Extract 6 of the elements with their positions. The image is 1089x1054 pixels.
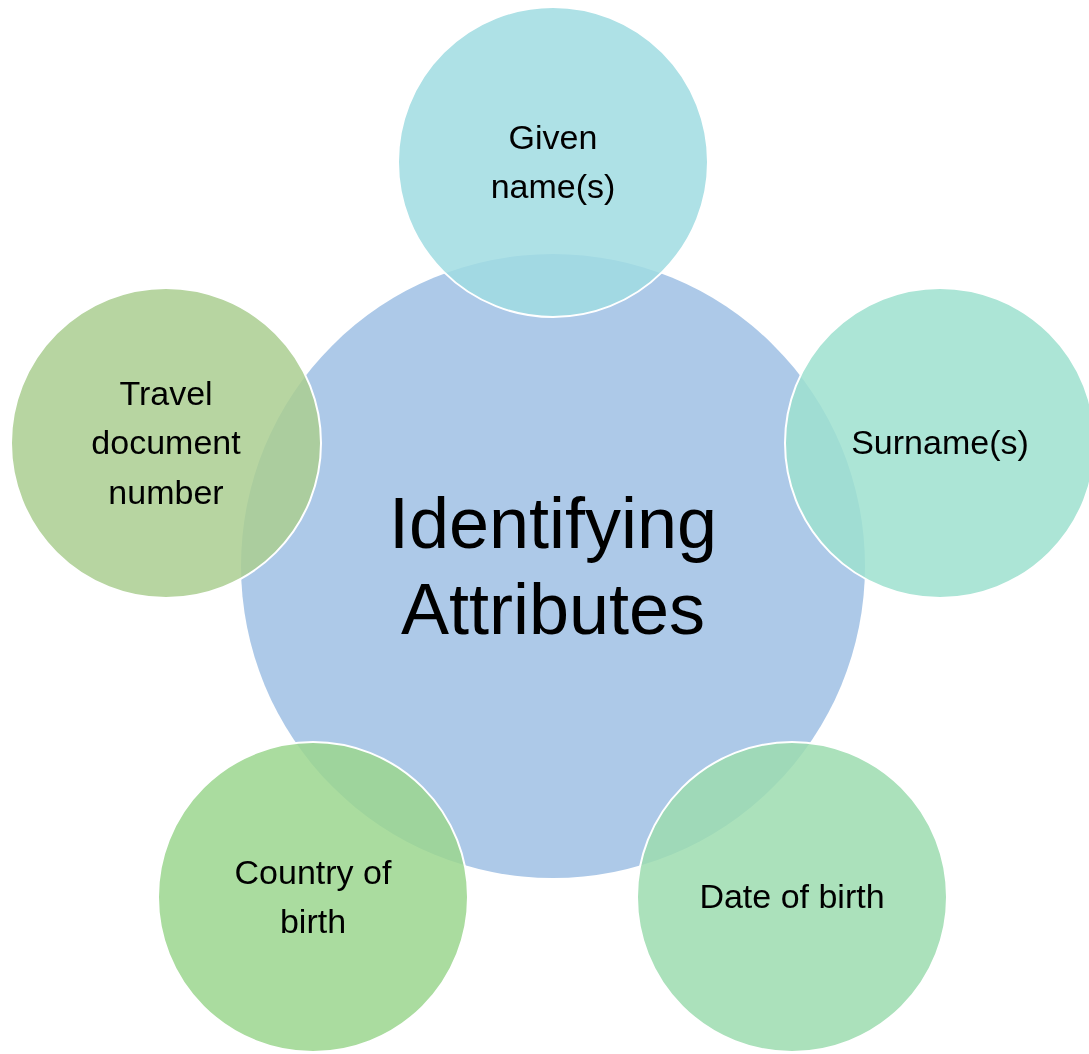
- attribute-label: Travel document number: [90, 373, 242, 513]
- attribute-label: Country of birth: [233, 851, 393, 942]
- attribute-label: Date of birth: [698, 876, 886, 918]
- central-title: Identifying Attributes: [387, 481, 719, 651]
- attribute-label: Given name(s): [489, 116, 617, 207]
- attribute-label: Surname(s): [850, 422, 1030, 464]
